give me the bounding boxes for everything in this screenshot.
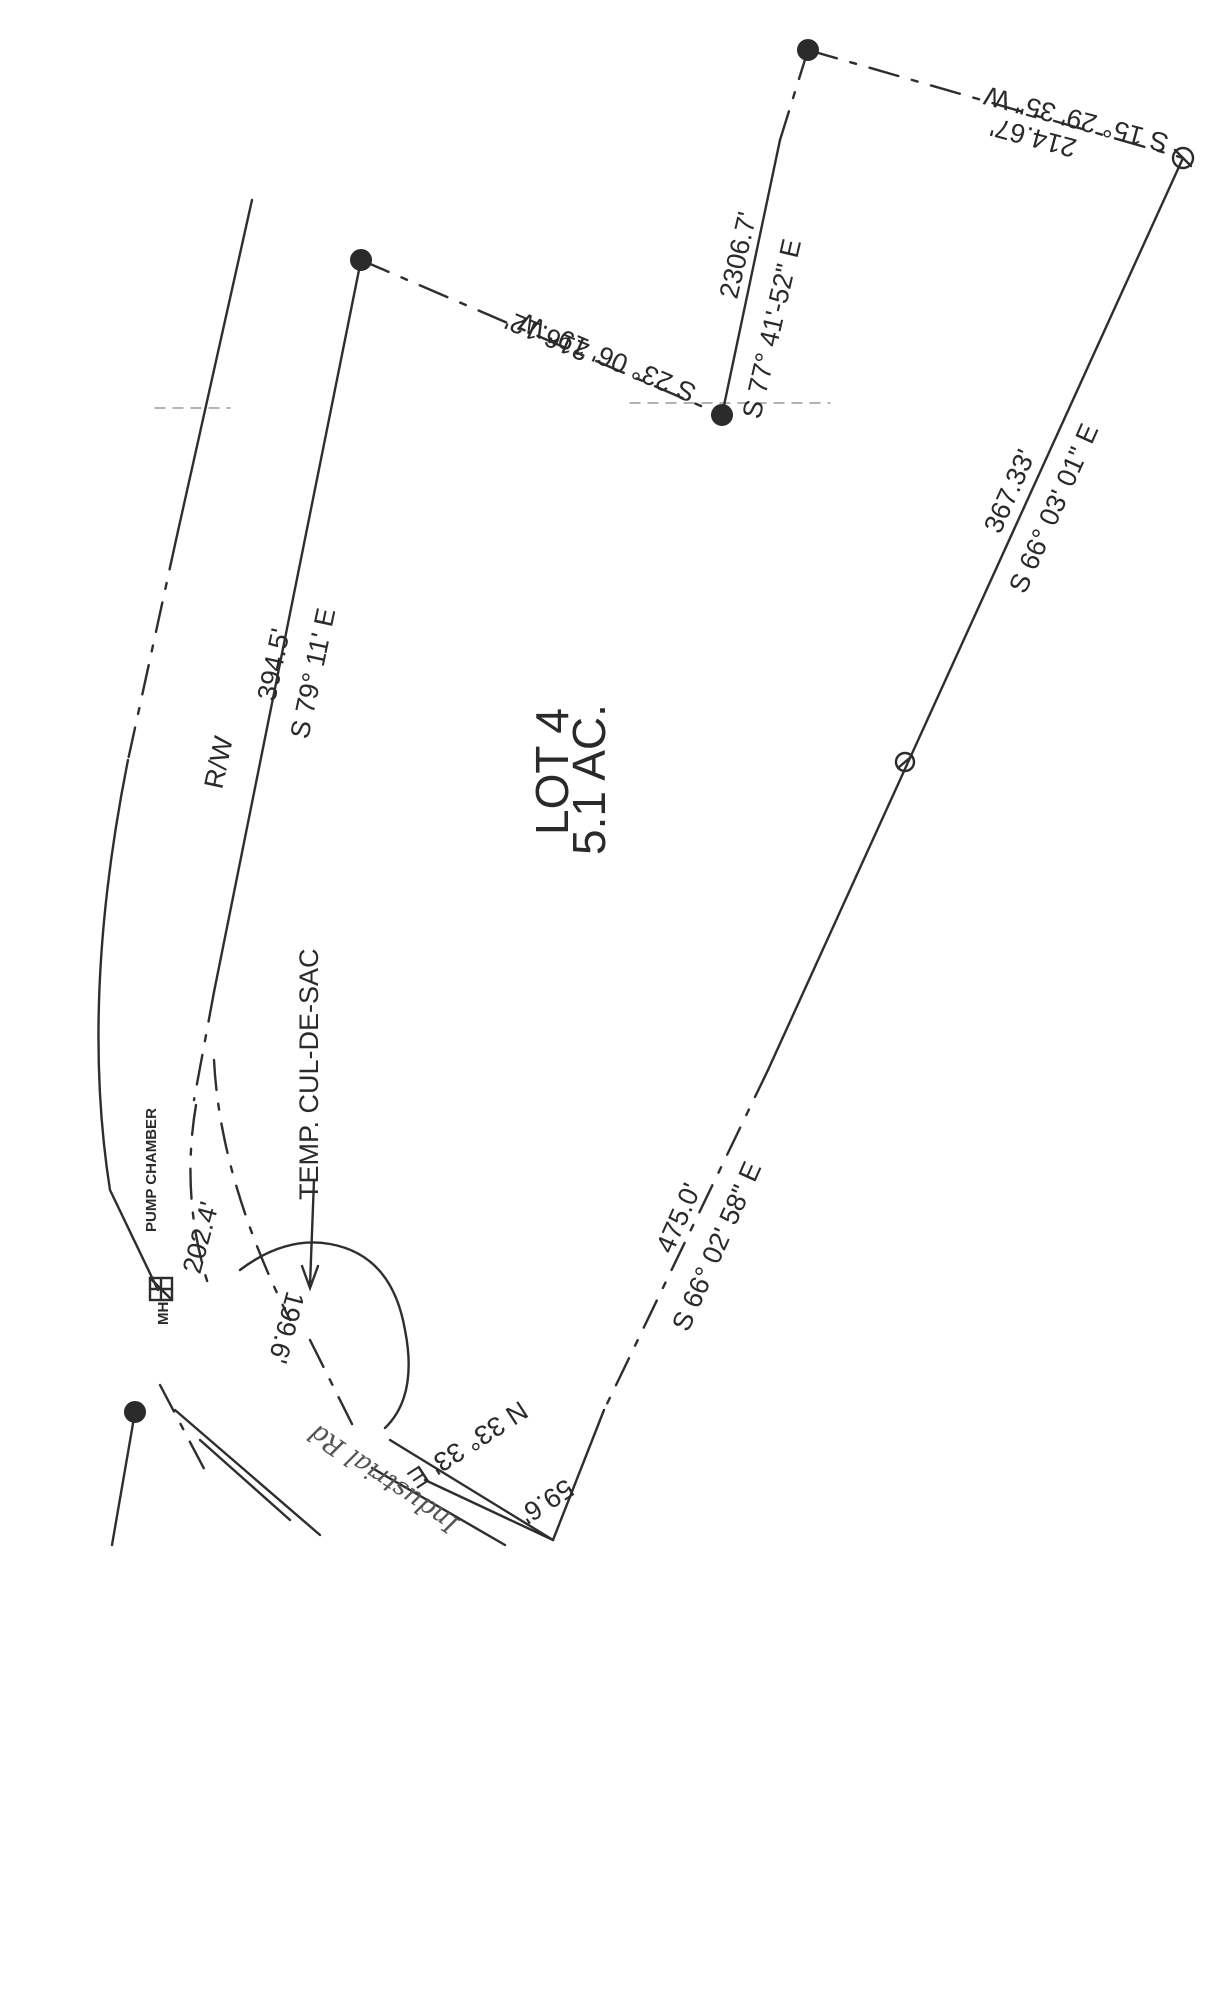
boundary-line-north-dashed (192, 990, 216, 1102)
boundary-line-east-b-dashed (602, 1068, 770, 1412)
manhole-label: MH (155, 1302, 172, 1325)
cul-de-sac-circle (238, 1241, 410, 1430)
arc-length-label-1: 202.4' (177, 1199, 225, 1277)
temp-cul-de-sac-arrow (308, 1178, 316, 1287)
boundary-line-ne-a (359, 258, 724, 417)
boundary-line-south-a (551, 1408, 606, 1542)
cul-de-sac-guide-2 (212, 1058, 292, 1322)
course-7-bearing: N 33° 33' E (403, 1395, 533, 1494)
pin-marker-4 (124, 1401, 146, 1423)
right-of-way-label: R/W (199, 733, 239, 791)
arc-length-label-2: 199.6' (262, 1288, 310, 1366)
right-of-way-curve (97, 758, 160, 1292)
cul-de-sac-guide-1 (189, 1103, 212, 1292)
course-6-distance: 475.0' (650, 1179, 707, 1258)
right-of-way-line (174, 198, 254, 542)
temp-cul-de-sac-arrowhead (300, 1264, 320, 1292)
manhole-hatch-3 (148, 1276, 174, 1302)
road-edge-2 (198, 1438, 292, 1522)
boundary-line-east-a (720, 138, 782, 417)
road-edge-4 (110, 1410, 137, 1547)
course-1-bearing: S 79° 11' E (285, 605, 342, 741)
boundary-line-ne-b (806, 48, 1185, 160)
temp-cul-de-sac-label: TEMP. CUL-DE-SAC (294, 948, 324, 1200)
road-frontage-line-2 (370, 1466, 507, 1547)
boundary-line-south-b (423, 1478, 555, 1542)
pin-marker-1 (350, 249, 372, 271)
iron-pin-marker-1 (1171, 146, 1195, 170)
course-1-distance: 394.5' (252, 626, 296, 703)
lot-name: LOT 4 (526, 708, 578, 835)
road-frontage-line (388, 1438, 555, 1542)
iron-pin-cross-1 (1173, 148, 1193, 168)
pump-chamber-label: PUMP CHAMBER (143, 1108, 160, 1232)
cul-de-sac-guide-3 (308, 1338, 357, 1432)
pin-marker-2 (797, 39, 819, 61)
boundary-line-east-a-dashed (778, 48, 810, 142)
pin-marker-3 (711, 404, 733, 426)
boundary-line-north (212, 258, 363, 994)
right-of-way-line-dashed (126, 538, 178, 762)
boundary-line-east-b (766, 156, 1185, 1072)
iron-pin-cross-2 (896, 754, 914, 770)
iron-pin-marker-2 (894, 751, 916, 773)
road-edge-3 (158, 1383, 212, 1482)
lot-area: 5.1 AC. (563, 704, 615, 855)
road-edge-1 (173, 1408, 322, 1537)
course-2-distance: 216.12' (501, 305, 593, 367)
